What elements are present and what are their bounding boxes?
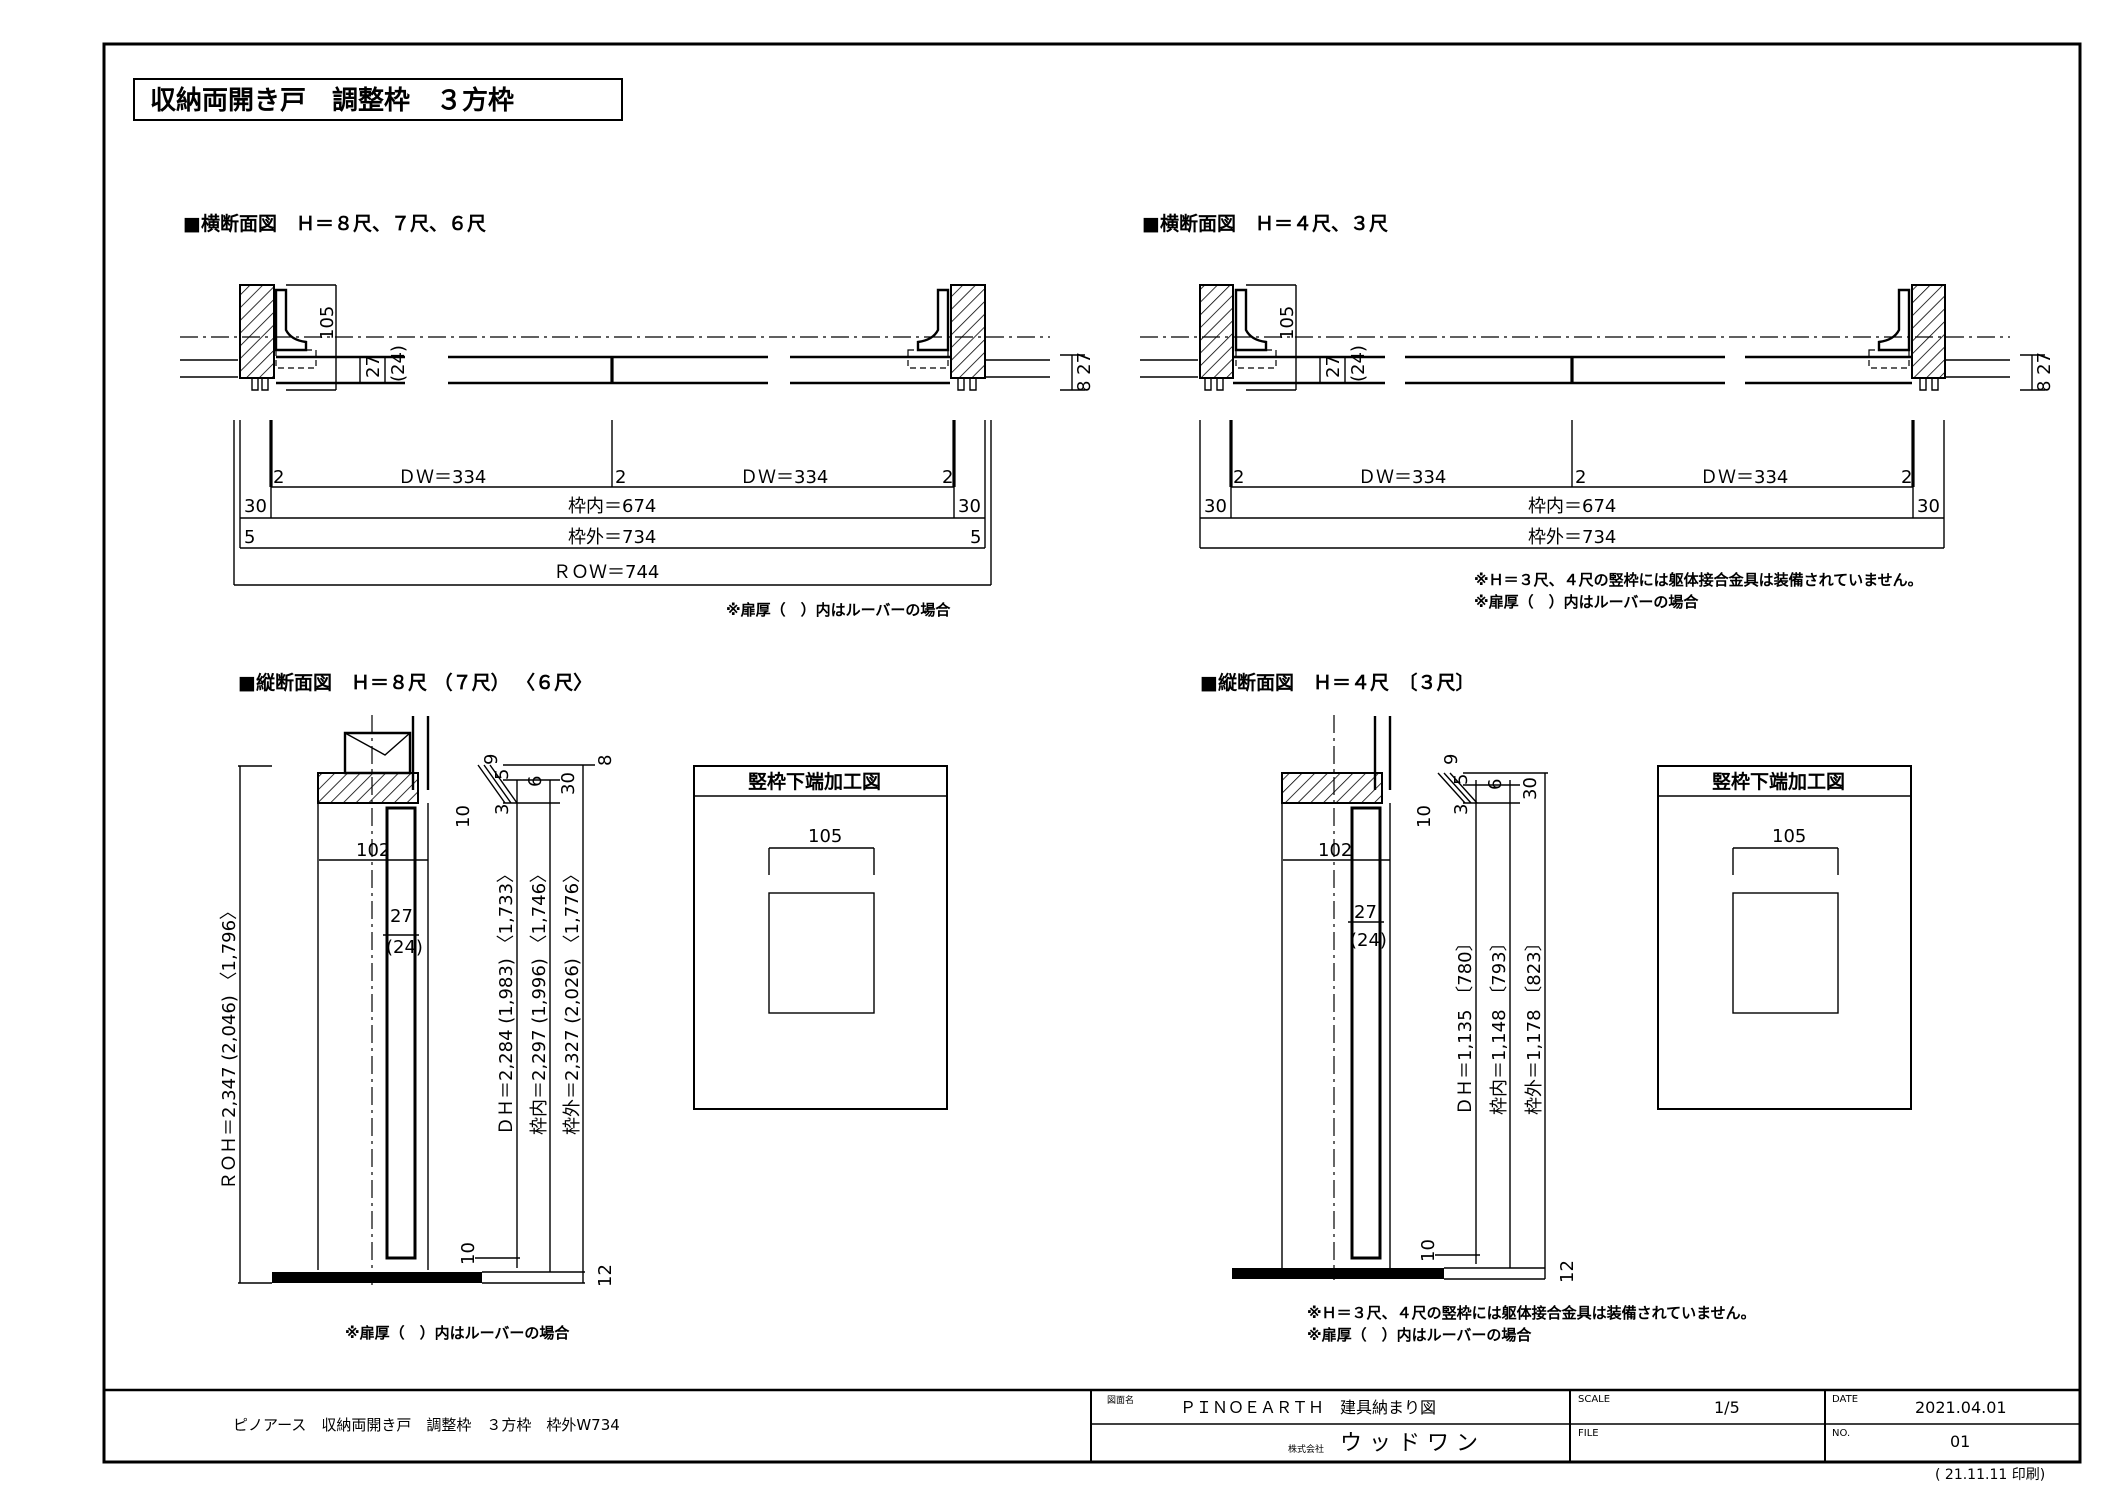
row-dim: ＲＯＷ＝744 bbox=[553, 562, 659, 583]
frame-outer-dim: 枠外＝1,178 〔823〕 bbox=[1524, 933, 1545, 1115]
side-5-right: 5 bbox=[970, 527, 981, 548]
top-30: 30 bbox=[1520, 777, 1541, 800]
dh-dim: ＤＨ＝2,284 (1,983) 〈1,733〉 bbox=[496, 865, 517, 1135]
print-date: ( 21.11.11 印刷) bbox=[1935, 1467, 2045, 1483]
dim-24: (24) bbox=[386, 937, 423, 958]
heading-h-section-small: ■横断面図 Ｈ＝４尺、３尺 bbox=[1142, 212, 1388, 235]
page-title: 収納両開き戸 調整枠 ３方枠 bbox=[150, 85, 514, 116]
bottom-12: 12 bbox=[595, 1264, 616, 1287]
top-3: 3 bbox=[1451, 804, 1472, 815]
dim-27: 27 bbox=[1323, 355, 1344, 378]
frame-outer: 枠外＝734 bbox=[1528, 527, 1616, 548]
dim-102: 102 bbox=[356, 840, 390, 861]
top-10: 10 bbox=[453, 805, 474, 828]
scale-label: SCALE bbox=[1578, 1394, 1610, 1405]
company-prefix: 株式会社 bbox=[1288, 1443, 1324, 1455]
note-louver: ※扉厚（ ）内はルーバーの場合 bbox=[1474, 593, 1699, 611]
dw-left: ＤＷ＝334 bbox=[1358, 467, 1446, 488]
elevation-section-large: ＲＯＨ＝2,347 (2,046) 〈1,796〉 102 27 (24) bbox=[219, 715, 616, 1342]
frame-inner-dim: 枠内＝1,148 〔793〕 bbox=[1489, 933, 1510, 1115]
file-label: FILE bbox=[1578, 1428, 1599, 1439]
detail-box-left: 竪枠下端加工図 105 bbox=[693, 765, 948, 1110]
date-label: DATE bbox=[1832, 1394, 1858, 1405]
dw-right: ＤＷ＝334 bbox=[740, 467, 828, 488]
top-3: 3 bbox=[492, 804, 513, 815]
roh-dim: ＲＯＨ＝2,347 (2,046) 〈1,796〉 bbox=[219, 902, 240, 1190]
gap-2c: 2 bbox=[942, 467, 953, 488]
product-name: ピノアース 収納両開き戸 調整枠 ３方枠 枠外W734 bbox=[233, 1416, 620, 1434]
dim-105: 105 bbox=[317, 306, 338, 340]
dim-827: 8 27 bbox=[1074, 352, 1095, 392]
top-6: 6 bbox=[1485, 779, 1506, 790]
gap-2b: 2 bbox=[615, 467, 626, 488]
plan-section-small: 105 27 (24) 8 27 2 2 2 ＤＷ＝334 ＤＷ＝334 bbox=[1140, 284, 2055, 611]
company-name: ウ ッ ド ワ ン bbox=[1340, 1431, 1478, 1456]
frame-inner: 枠内＝674 bbox=[568, 496, 656, 517]
dim-24: (24) bbox=[388, 345, 409, 382]
top-9: 9 bbox=[1441, 754, 1462, 765]
elevation-section-small: 102 27 (24) 9 5 10 3 6 30 ＤＨ＝1,135 〔780〕… bbox=[1232, 715, 1756, 1344]
gap-2a: 2 bbox=[1233, 467, 1244, 488]
note-louver: ※扉厚（ ）内はルーバーの場合 bbox=[1307, 1326, 1532, 1344]
detail-dim-105: 105 bbox=[808, 826, 842, 847]
dw-left: ＤＷ＝334 bbox=[398, 467, 486, 488]
frame-outer: 枠外＝734 bbox=[568, 527, 656, 548]
dim-27: 27 bbox=[363, 355, 384, 378]
drawing-name-label: 図面名 bbox=[1107, 1394, 1134, 1406]
drawing-name: ＰＩＮＯＥＡＲＴＨ 建具納まり図 bbox=[1180, 1398, 1436, 1417]
top-6: 6 bbox=[525, 776, 546, 787]
dim-827: 8 27 bbox=[2034, 352, 2055, 392]
gap-2a: 2 bbox=[273, 467, 284, 488]
title-block: ピノアース 収納両開き戸 調整枠 ３方枠 枠外W734 図面名 ＰＩＮＯＥＡＲＴ… bbox=[104, 1388, 2080, 1483]
top-5: 5 bbox=[1451, 774, 1472, 785]
frame-outer-dim: 枠外＝2,327 (2,026) 〈1,776〉 bbox=[562, 865, 583, 1135]
note-hardware: ※Ｈ＝３尺、４尺の竪枠には躯体接合金具は装備されていません。 bbox=[1307, 1304, 1756, 1322]
note-louver: ※扉厚（ ）内はルーバーの場合 bbox=[345, 1324, 570, 1342]
detail-title: 竪枠下端加工図 bbox=[1712, 770, 1845, 793]
note-hardware: ※Ｈ＝３尺、４尺の竪枠には躯体接合金具は装備されていません。 bbox=[1474, 571, 1923, 589]
top-30: 30 bbox=[558, 772, 579, 795]
top-9: 9 bbox=[481, 754, 502, 765]
dim-24: (24) bbox=[1350, 930, 1387, 951]
plan-section-large: 105 27 (24) 8 27 2 bbox=[180, 284, 1095, 619]
side-30-left: 30 bbox=[244, 496, 267, 517]
frame-inner-dim: 枠内＝2,297 (1,996) 〈1,746〉 bbox=[529, 865, 550, 1135]
dim-24: (24) bbox=[1348, 345, 1369, 382]
gap-2b: 2 bbox=[1575, 467, 1586, 488]
side-5-left: 5 bbox=[244, 527, 255, 548]
title-box bbox=[133, 78, 623, 121]
sheet-border bbox=[102, 42, 2082, 1464]
note-louver: ※扉厚（ ）内はルーバーの場合 bbox=[726, 601, 951, 619]
detail-box-right: 竪枠下端加工図 105 bbox=[1657, 765, 1912, 1110]
dim-27: 27 bbox=[390, 906, 413, 927]
heading-v-section-large: ■縦断面図 Ｈ＝８尺 （７尺） 〈６尺〉 bbox=[238, 671, 592, 694]
heading-v-section-small: ■縦断面図 Ｈ＝４尺 〔３尺〕 bbox=[1200, 671, 1474, 694]
heading-h-section-large: ■横断面図 Ｈ＝８尺、７尺、６尺 bbox=[183, 212, 486, 235]
side-30-left: 30 bbox=[1204, 496, 1227, 517]
bottom-12: 12 bbox=[1557, 1260, 1578, 1283]
dim-105: 105 bbox=[1277, 306, 1298, 340]
detail-title: 竪枠下端加工図 bbox=[748, 770, 881, 793]
side-30-right: 30 bbox=[1917, 496, 1940, 517]
top-5: 5 bbox=[492, 769, 513, 780]
no-label: NO. bbox=[1832, 1428, 1850, 1439]
date-value: 2021.04.01 bbox=[1915, 1398, 2007, 1417]
dim-102: 102 bbox=[1318, 840, 1352, 861]
frame-inner: 枠内＝674 bbox=[1528, 496, 1616, 517]
detail-dim-105: 105 bbox=[1772, 826, 1806, 847]
gap-2c: 2 bbox=[1901, 467, 1912, 488]
no-value: 01 bbox=[1950, 1432, 1970, 1451]
dim-27: 27 bbox=[1354, 902, 1377, 923]
dh-dim: ＤＨ＝1,135 〔780〕 bbox=[1455, 933, 1476, 1115]
side-30-right: 30 bbox=[958, 496, 981, 517]
dw-right: ＤＷ＝334 bbox=[1700, 467, 1788, 488]
bottom-10: 10 bbox=[458, 1242, 479, 1265]
top-10: 10 bbox=[1414, 805, 1435, 828]
bottom-10: 10 bbox=[1418, 1239, 1439, 1262]
scale-value: 1/5 bbox=[1714, 1398, 1740, 1417]
top-8: 8 bbox=[595, 755, 616, 766]
